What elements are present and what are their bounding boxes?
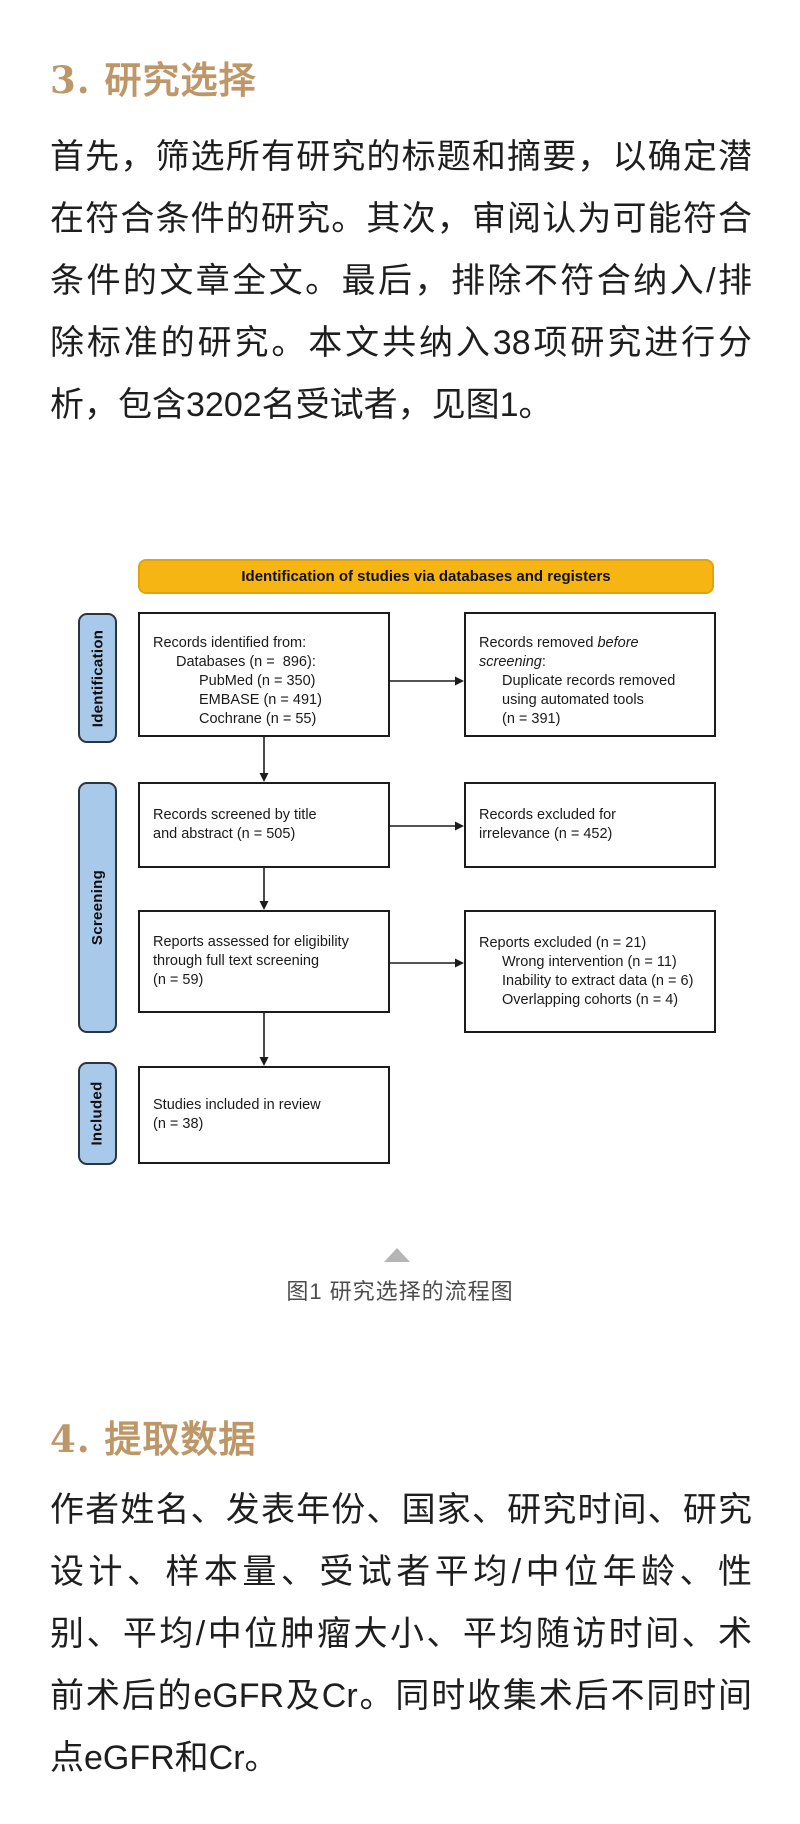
collapse-triangle-icon[interactable] [384,1248,410,1262]
flow-box-studies-included: Studies included in review (n = 38) [138,1066,390,1164]
paragraph-line: 条件的文章全文。最后，排除不符合纳入/排 [50,262,752,300]
paragraph-data-extraction: 作者姓名、发表年份、国家、研究时间、研究 设计、样本量、受试者平均/中位年龄、性… [50,1479,752,1789]
paragraph-line: 作者姓名、发表年份、国家、研究时间、研究 [50,1491,752,1529]
stage-label-identification: Identification [78,613,117,743]
flow-box-reports-excluded: Reports excluded (n = 21) Wrong interven… [464,910,716,1033]
stage-label-screening: Screening [78,782,117,1033]
paragraph-line: 析，包含3202名受试者，见图1。 [50,386,553,424]
stage-label-included: Included [78,1062,117,1165]
flow-box-records-removed: Records removed before screening: Duplic… [464,612,716,737]
flow-arrows [259,676,464,1066]
diagram-banner: Identification of studies via databases … [138,559,714,594]
paragraph-line: 在符合条件的研究。其次，审阅认为可能符合 [50,200,752,238]
paragraph-line: 设计、样本量、受试者平均/中位年龄、性 [50,1553,752,1591]
paragraph-line: 别、平均/中位肿瘤大小、平均随访时间、术 [50,1615,752,1653]
figure-caption: 图1 研究选择的流程图 [286,1279,514,1304]
flow-box-reports-assessed: Reports assessed for eligibility through… [138,910,390,1013]
section-heading-data-extraction: 4. 提取数据 [50,1416,257,1461]
paragraph-line: 首先，筛选所有研究的标题和摘要，以确定潜 [50,138,752,176]
flow-box-records-excluded: Records excluded for irrelevance (n = 45… [464,782,716,868]
paragraph-line: 点eGFR和Cr。 [50,1739,279,1777]
flow-box-records-identified: Records identified from: Databases (n = … [138,612,390,737]
paragraph-line: 除标准的研究。本文共纳入38项研究进行分 [50,324,752,362]
paragraph-study-selection: 首先，筛选所有研究的标题和摘要，以确定潜 在符合条件的研究。其次，审阅认为可能符… [50,126,752,436]
paragraph-line: 前术后的eGFR及Cr。同时收集术后不同时间 [50,1677,752,1715]
flow-box-records-screened: Records screened by title and abstract (… [138,782,390,868]
section-heading-study-selection: 3. 研究选择 [50,57,257,102]
